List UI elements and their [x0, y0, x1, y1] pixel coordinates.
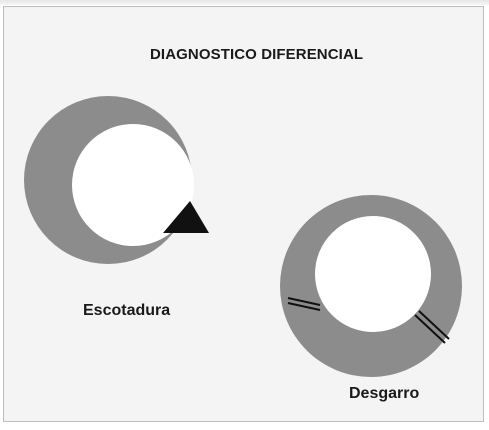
desgarro-tear-left-line-1 — [287, 297, 321, 306]
desgarro-hole — [315, 216, 431, 332]
desgarro-label: Desgarro — [349, 385, 420, 402]
escotadura-hole — [72, 124, 194, 246]
diagram-title: DIAGNOSTICO DIFERENCIAL — [150, 46, 364, 63]
escotadura-label: Escotadura — [83, 302, 171, 319]
escotadura-figure — [24, 96, 209, 264]
top-rule — [0, 0, 489, 5]
desgarro-tear-right-line-2 — [414, 314, 446, 344]
desgarro-tear-left-line-2 — [287, 302, 321, 311]
escotadura-notch — [163, 201, 209, 233]
desgarro-figure — [280, 195, 462, 377]
desgarro-tear-right-line-1 — [418, 310, 450, 340]
